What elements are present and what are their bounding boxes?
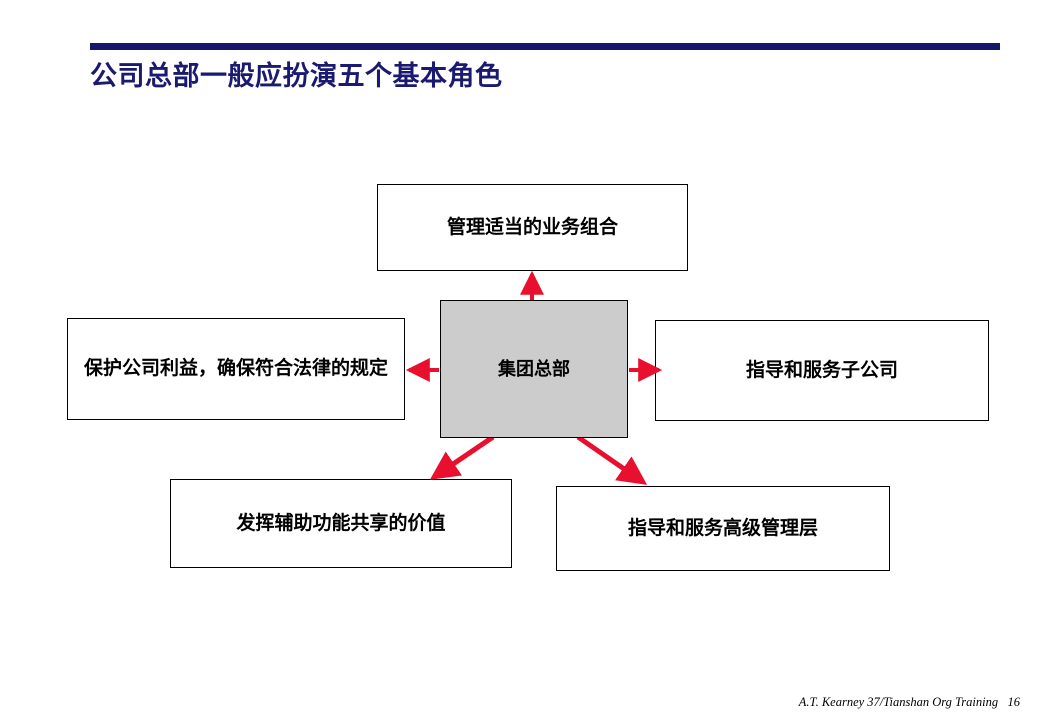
role-box-label: 指导和服务高级管理层 (627, 517, 818, 539)
arrow-down-left (429, 434, 495, 480)
center-box-group-headquarters[interactable]: 集团总部 (440, 300, 628, 438)
arrow-down-right (576, 434, 648, 485)
page-title: 公司总部一般应扮演五个基本角色 (90, 61, 503, 91)
role-box-label: 指导和服务子公司 (745, 359, 898, 381)
role-box-protect-interests[interactable]: 保护公司利益，确保符合法律的规定 (67, 318, 405, 420)
role-box-guide-senior-management[interactable]: 指导和服务高级管理层 (556, 486, 890, 571)
role-box-manage-portfolio[interactable]: 管理适当的业务组合 (377, 184, 688, 271)
header-rule (90, 43, 1000, 50)
role-box-shared-services-value[interactable]: 发挥辅助功能共享的价值 (170, 479, 512, 568)
role-box-guide-subsidiaries[interactable]: 指导和服务子公司 (655, 320, 989, 421)
role-box-label: 保护公司利益，确保符合法律的规定 (83, 358, 388, 380)
slide-footer: A.T. Kearney 37/Tianshan Org Training 16 (798, 695, 1020, 709)
center-box-label: 集团总部 (498, 358, 570, 379)
role-box-label: 发挥辅助功能共享的价值 (236, 512, 446, 534)
role-box-label: 管理适当的业务组合 (446, 216, 618, 238)
